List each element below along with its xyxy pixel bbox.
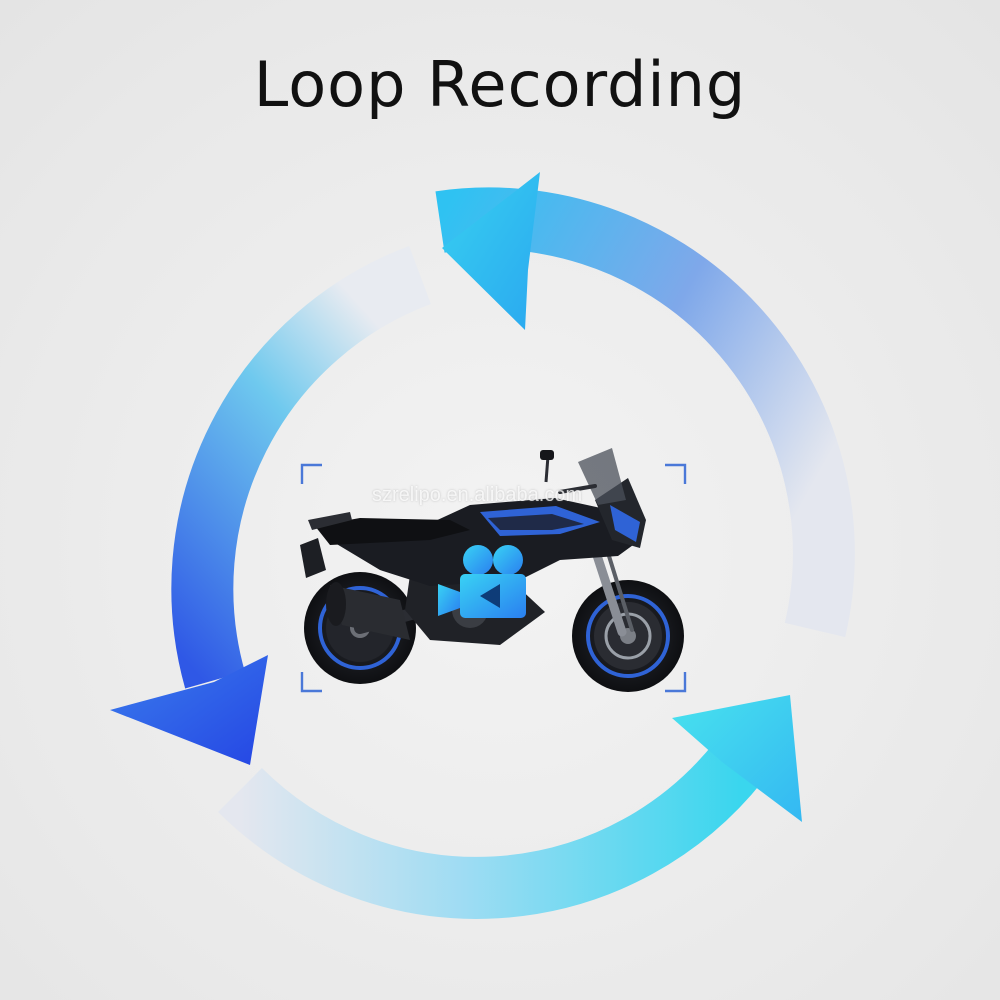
loop-arrow-left	[171, 245, 432, 689]
motorcycle-image	[300, 448, 684, 692]
loop-arrowhead-left	[110, 655, 268, 765]
page-title: Loop Recording	[253, 48, 747, 121]
loop-arrowhead-right	[672, 695, 802, 822]
viewfinder-bracket-icon	[300, 463, 687, 693]
loop-arrow-bottom	[218, 740, 765, 919]
loop-arrowhead-top	[442, 172, 540, 330]
loop-arrow-top	[435, 187, 855, 638]
watermark-text: szrelipo.en.alibaba.com	[372, 484, 583, 506]
video-camera-icon	[438, 545, 526, 618]
